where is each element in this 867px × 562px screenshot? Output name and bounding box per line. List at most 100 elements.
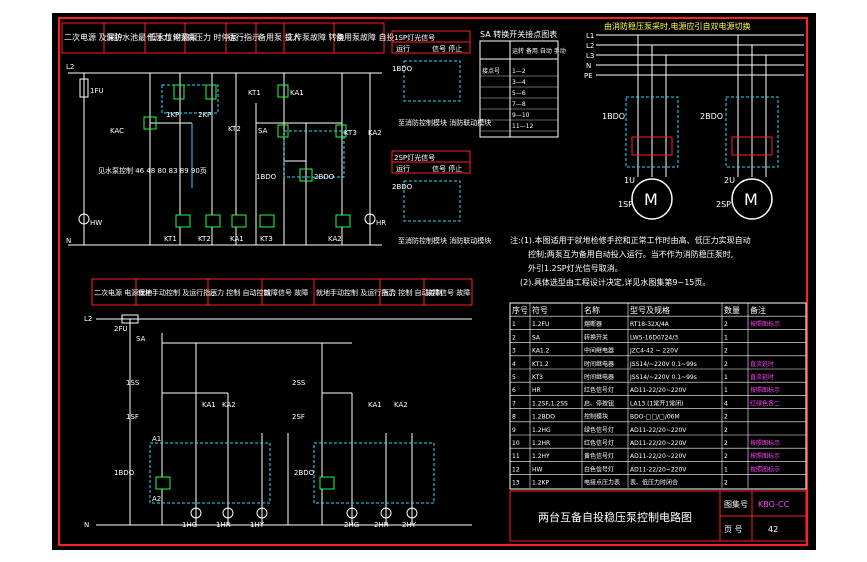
motor-label-p1: 1SP (618, 200, 633, 209)
note-line-2: 控制;两泵互为备用自动投入运行。当不作为消防稳压泵时, (528, 249, 733, 259)
box-2sp-note: 至消防控制模块 消防联动模块 (398, 236, 491, 245)
lower-label-ka2-left: KA2 (222, 401, 236, 409)
parts-table-cell: 1.2BDO (532, 414, 555, 421)
parts-table-cell: 熔断器 (584, 320, 602, 328)
parts-table-cell: BDO-□□/□/06M (630, 414, 680, 421)
lower-label-sa: SA (136, 335, 146, 343)
parts-table-cell: 1 (512, 321, 516, 328)
upper-label-sa: SA (258, 127, 268, 135)
parts-table-cell: 时间继电器 (584, 373, 614, 381)
parts-table-cell: JZC4-42 ~ 220V (629, 348, 679, 355)
upper-label-coil-ka1: KA1 (230, 235, 244, 243)
parts-table-cell: 2 (724, 361, 728, 368)
upper-labels: L2 N 1FU KAC 见水泵控制 46 48 80 83 89 90页 1K… (66, 63, 386, 245)
parts-table-cell: 1 (724, 334, 728, 341)
bus-lines (596, 34, 804, 76)
parts-table-cell: AD11-22/20~220V (630, 453, 687, 460)
lower-label-hy1: 1HY (250, 521, 265, 529)
parts-table-cell: 数量 (724, 305, 740, 315)
switch-table-header-a: 接点号 (482, 67, 500, 75)
upper-label-bdo2: 2BDO (314, 173, 335, 181)
lower-header-texts: 二次电源 电源保护 就地手动控制 及运行指示 压力 控制 自动控制 故障信号 故… (94, 288, 470, 297)
parts-table-cell: 7 (512, 400, 516, 407)
upper-circuit-wires (68, 72, 382, 246)
box-1sp-label: 1BDO (392, 65, 413, 73)
lower-labels: L2 N 2FU SA 1SS 2SS 1SF 2SF KA1 KA2 KA1 … (84, 315, 417, 529)
parts-table-cell: 1.2HG (532, 427, 551, 434)
box-1sp-run: 运行 (396, 44, 410, 53)
bus-label-l2: L2 (586, 42, 594, 50)
bus-label-n: N (586, 62, 591, 70)
switch-table-row: 1—2 (512, 68, 526, 75)
lower-label-hy2: 2HY (402, 521, 417, 529)
parts-table-cell: 启、停按钮 (584, 399, 614, 407)
lower-label-ka1-right: KA1 (368, 401, 382, 409)
box-1sp: 1SP灯光信号 运行 信号 停止 1BDO 至消防控制模块 消防联动模块 (391, 30, 491, 127)
motor-label-c1: 1BDO (602, 112, 625, 121)
parts-table-cell: 电接点压力表 (584, 479, 620, 487)
parts-table-cell: 绿色信号灯 (584, 426, 614, 434)
upper-header-3: 低压力 时启泵 (147, 32, 198, 42)
parts-table-cell: 9 (512, 427, 516, 434)
note-line-1: 注:(1).本图适用于就地检修手控和正常工作时由高、低压力实现自动 (510, 235, 751, 245)
parts-table-cell: 备注 (750, 305, 766, 315)
title-block-title: 两台互备自投稳压泵控制电路图 (538, 510, 692, 524)
bus-label-l1: L1 (586, 32, 594, 40)
bus-labels: L1 L2 L3 N PE (584, 32, 594, 80)
upper-label-hw: HW (90, 219, 102, 227)
parts-table-cell: 10 (512, 440, 520, 447)
parts-table-cell: 1 (724, 374, 728, 381)
lower-label-sf1: 1SF (126, 413, 139, 421)
parts-table-cell: 控制模块 (584, 413, 608, 421)
parts-table-cell: JSS14/~220V 0.1~99s (629, 361, 697, 368)
switch-table-row: 3—4 (512, 79, 526, 86)
lower-modules (149, 442, 435, 504)
parts-table-cell: 4 (724, 400, 728, 407)
parts-table-cell: 1 (724, 466, 728, 473)
box-1sp-note: 至消防控制模块 消防联动模块 (398, 118, 491, 127)
parts-table-cell: KA1.2 (532, 348, 550, 355)
parts-table-cell: 1.2HR (532, 440, 550, 447)
motor-1-icon (631, 178, 673, 220)
upper-label-ka2: KA2 (368, 129, 382, 137)
box-2sp-stop: 信号 停止 (432, 164, 462, 173)
upper-contacts (143, 84, 347, 182)
parts-table-cell: 4 (512, 361, 516, 368)
parts-table-cell: AD11-22/20~220V (630, 440, 687, 447)
lower-label-ka2-right: KA2 (394, 401, 408, 409)
lower-label-hr2: 2HR (374, 521, 389, 529)
bus-label-pe: PE (584, 72, 593, 80)
parts-table-cell: 中间继电器 (584, 347, 614, 355)
upper-label-kt1: KT1 (248, 89, 261, 97)
box-2sp-label: 2BDO (392, 183, 413, 191)
box-2sp-run: 运行 (396, 164, 410, 173)
upper-header-4: 高压力 时停泵 (187, 32, 238, 42)
parts-table-cell: 1 (724, 387, 728, 394)
parts-table-cell: RT18-32X/4A (630, 321, 670, 328)
parts-table-cell: 8 (512, 414, 516, 421)
motors: M M (631, 178, 773, 220)
lower-header-2: 就地手动控制 及运行指示 (138, 288, 217, 297)
parts-table-cell: SA (532, 334, 541, 341)
note-line-3: 外引1.2SP灯光信号取消。 (528, 263, 623, 273)
parts-table-cell: 直流延时 (750, 373, 774, 381)
parts-table-cell: 2 (724, 427, 728, 434)
parts-table-cell: 13 (512, 480, 520, 487)
switch-table: SA 转换开关接点图表 接点号 运转 备用 自动 手动 1—23—45—67—8… (479, 29, 566, 138)
parts-table-cell: 2 (724, 480, 728, 487)
upper-label-coil-kt3: KT3 (260, 235, 273, 243)
parts-table-cell: LW5-16D0724/3 (630, 334, 678, 341)
motor-labels: 1BDO 2BDO 1U 2U 1SP 2SP (602, 112, 735, 209)
lower-header-6: 压力 控制 自动控制 (382, 288, 442, 297)
lower-label-ka1-left: KA1 (202, 401, 216, 409)
upper-label-l2: L2 (66, 63, 74, 71)
lower-header-3: 压力 控制 自动控制 (210, 288, 270, 297)
lower-label-bdo2: 2BDO (294, 469, 315, 477)
upper-label-bdo1: 1BDO (256, 173, 277, 181)
lower-label-hr1: 1HR (216, 521, 231, 529)
parts-table-cell: 直流延时 (750, 360, 774, 368)
parts-table-cell: JSS14/~220V 0.1~99s (629, 374, 697, 381)
box-2sp-title: 2SP灯光信号 (394, 153, 435, 162)
upper-label-kp2: 2KP (198, 111, 211, 119)
